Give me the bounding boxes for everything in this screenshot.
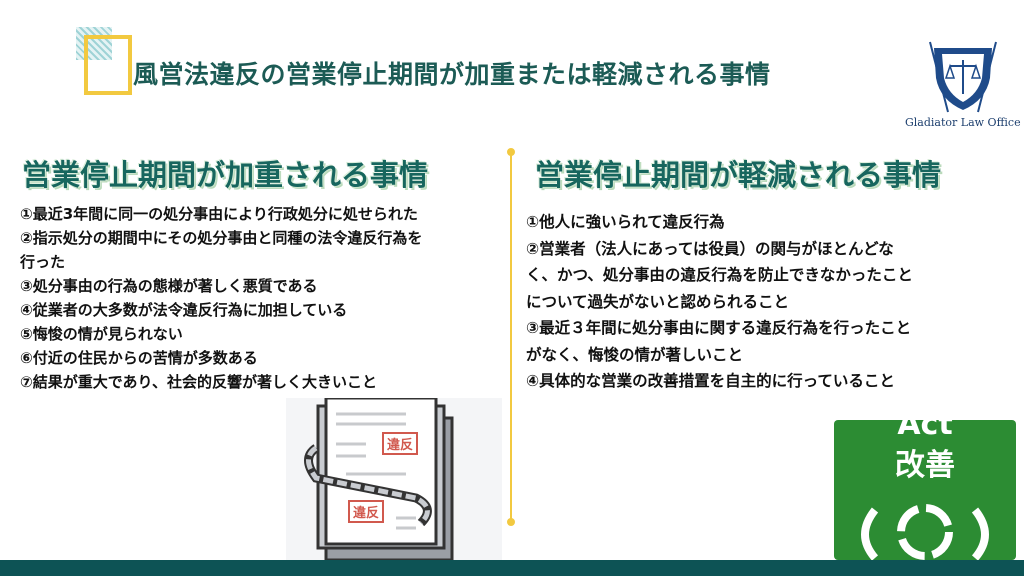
decor-hatch: [76, 27, 112, 60]
list-item: ④具体的な営業の改善措置を自主的に行っていること: [526, 372, 895, 390]
list-item: ①他人に強いられて違反行為: [526, 213, 725, 231]
violation-stamp: 違反: [382, 432, 419, 455]
act-label: Act: [897, 420, 953, 442]
list-item: ⑥付近の住民からの苦情が多数ある: [20, 349, 258, 367]
list-item: ⑤悔悛の情が見られない: [20, 325, 183, 343]
logo: Gladiator Law Office: [905, 38, 1021, 134]
cycle-arrows-icon: [861, 504, 989, 560]
list-item: ②指示処分の期間中にその処分事由と同種の法令違反行為を: [20, 229, 423, 247]
list-item: く、かつ、処分事由の違反行為を防止できなかったこと: [526, 266, 913, 284]
list-item: ①最近3年間に同一の処分事由により行政処分に処せられた: [20, 205, 418, 223]
shield-scales-icon: [928, 41, 997, 113]
act-improvement-illustration: Act 改善: [834, 420, 1016, 560]
footer-bar: [0, 560, 1024, 576]
chained-document-illustration: 違反 違反: [286, 398, 502, 560]
right-heading: 営業停止期間が軽減される事情: [535, 158, 942, 192]
list-item: ⑦結果が重大であり、社会的反響が著しく大きいこと: [20, 373, 377, 391]
list-item: ③処分事由の行為の態様が著しく悪質である: [20, 277, 318, 295]
page-title: 風営法違反の営業停止期間が加重または軽減される事情: [133, 60, 771, 89]
logo-text: Gladiator Law Office: [905, 116, 1021, 129]
divider-dot-top: [507, 148, 515, 156]
list-item: 行った: [20, 253, 66, 271]
list-item: ③最近３年間に処分事由に関する違反行為を行ったこと: [526, 319, 912, 337]
aggravating-list: ①最近3年間に同一の処分事由により行政処分に処せられた ②指示処分の期間中にその…: [20, 203, 422, 395]
improvement-label: 改善: [895, 448, 955, 483]
list-item: がなく、悔悛の情が著しいこと: [526, 345, 744, 364]
chained-document-icon: [304, 398, 454, 560]
decor-square: [84, 35, 132, 95]
violation-stamp: 違反: [348, 500, 385, 523]
divider-dot-bottom: [507, 518, 515, 526]
list-item: ④従業者の大多数が法令違反行為に加担している: [20, 301, 348, 319]
divider: [510, 150, 512, 522]
list-item: について過失がないと認められること: [526, 292, 790, 311]
mitigating-list: ①他人に強いられて違反行為 ②営業者（法人にあっては役員）の関与がほとんどな く…: [526, 210, 913, 396]
left-heading: 営業停止期間が加重される事情: [22, 158, 429, 192]
list-item: ②営業者（法人にあっては役員）の関与がほとんどな: [526, 239, 894, 258]
